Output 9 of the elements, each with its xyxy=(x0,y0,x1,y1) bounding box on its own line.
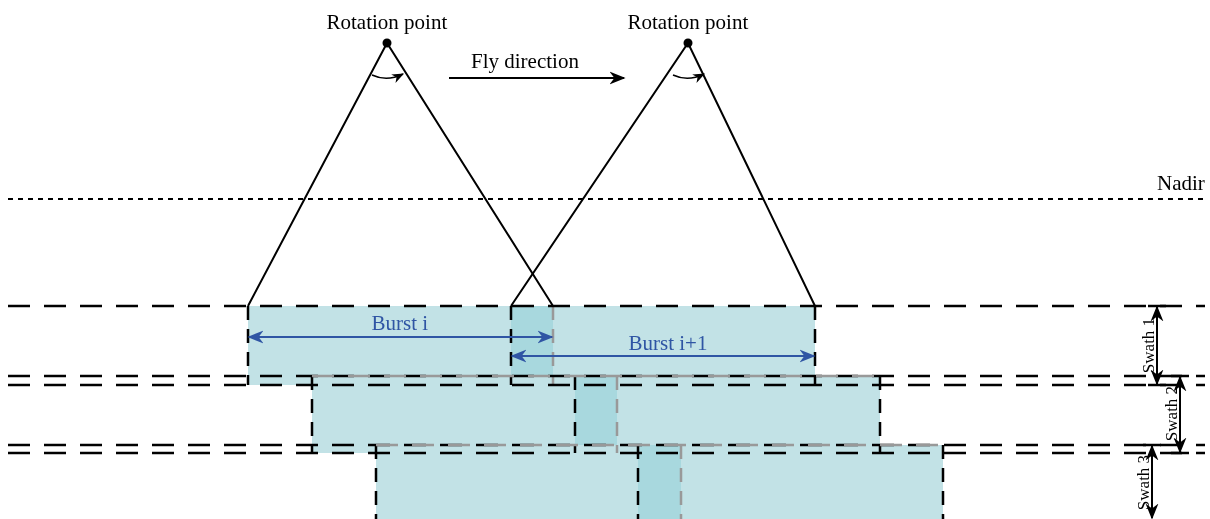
point-label: Rotation point xyxy=(326,11,448,33)
point-label: Rotation point xyxy=(627,11,749,33)
swath-label: Swath 3 xyxy=(1134,454,1152,510)
burst-label: Burst i+1 xyxy=(628,332,708,354)
burst-label: Burst i xyxy=(371,312,429,334)
line-label: Nadir xyxy=(1157,172,1205,194)
swath-label: Swath 2 xyxy=(1162,385,1180,441)
swath-label: Swath 1 xyxy=(1139,317,1157,373)
direction-label: Fly direction xyxy=(471,50,579,72)
